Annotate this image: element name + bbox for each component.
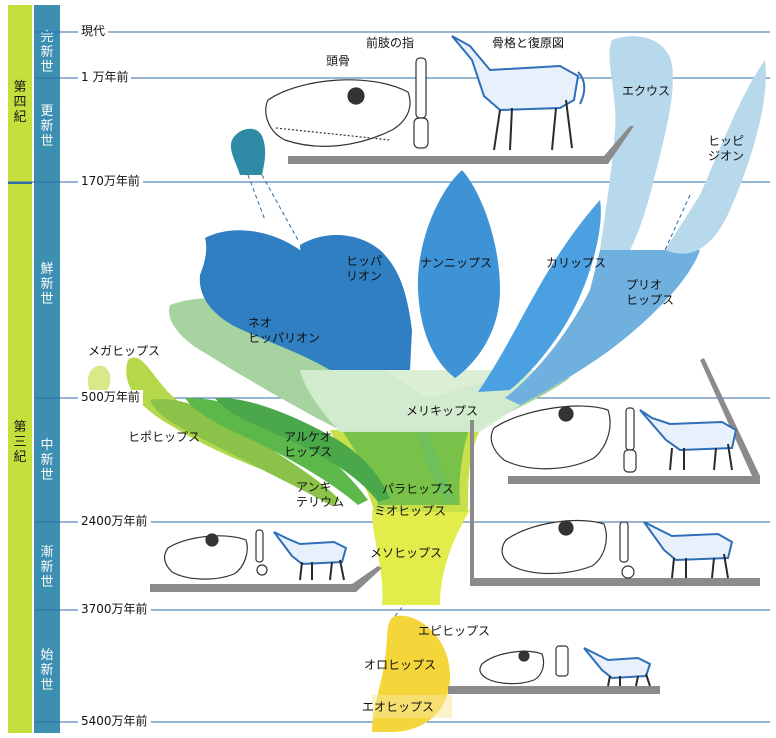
neohipparion-branch: [199, 230, 368, 370]
oligocene-trunk: [372, 510, 470, 605]
period-divider: [8, 182, 32, 184]
label-miohippus: ミオヒップス: [374, 504, 447, 518]
label-pliohippus: プリオ ヒップス: [626, 278, 675, 307]
hippidion-link-dashed: [664, 194, 691, 251]
hipparion-branch: [300, 234, 412, 370]
time-label-37m: 3700万年前: [78, 602, 151, 616]
miohippus-forelimb-illustration: [619, 521, 635, 579]
label-archaeohippus: アルケオ ヒップス: [284, 430, 333, 459]
epoch-eocene: 始 新 世: [40, 648, 54, 693]
eohippus-forelimb-illustration: [555, 645, 569, 677]
hipparion-link-dashed-1: [247, 174, 266, 221]
epoch-holocene: 完 新 世: [40, 30, 54, 75]
epoch-bar: [34, 5, 60, 733]
epoch-pleistocene: 更 新 世: [40, 104, 54, 149]
archaeohippus-branch: [150, 399, 340, 506]
shelf-eocene: [448, 686, 660, 694]
eohippus-skeleton-illustration: [583, 647, 652, 687]
period-quaternary: 第 四 紀: [13, 80, 27, 125]
shelf-oligocene-left: [150, 566, 382, 592]
miohippus-skeleton-illustration: [643, 521, 734, 579]
label-epihippus: エピヒップス: [418, 624, 491, 638]
mesohippus-skeleton-illustration: [273, 531, 348, 581]
label-megahippus: メガヒップス: [88, 344, 161, 358]
label-hypohippus: ヒポヒップス: [128, 430, 201, 444]
hippidion-branch: [665, 60, 766, 254]
period-tertiary: 第 三 紀: [13, 420, 27, 465]
label-mesohippus: メソヒップス: [370, 546, 443, 560]
label-merychippus: メリキップス: [406, 404, 479, 418]
time-label-54m: 5400万年前: [78, 714, 151, 728]
label-hippidion: ヒッピ ジオン: [708, 134, 745, 163]
eohippus-band: [372, 695, 452, 718]
shelf-modern: [288, 126, 634, 164]
nannippus-branch: [417, 170, 500, 378]
hipparion-link-dashed-2: [261, 174, 299, 241]
pliohippus-branch: [505, 250, 700, 405]
label-equus: エクウス: [622, 84, 671, 98]
equus-branch: [600, 36, 673, 250]
merychippus-forelimb-illustration: [623, 407, 637, 473]
period-bar: [8, 5, 32, 733]
time-label-24m: 2400万年前: [78, 514, 151, 528]
parahippus-branch: [215, 397, 390, 502]
label-orohippus: オロヒップス: [364, 658, 437, 672]
time-label-1.7m: 170万年前: [78, 174, 143, 188]
caption-skull: 頭骨: [326, 54, 351, 68]
caption-skeleton: 骨格と復原図: [492, 36, 565, 50]
epoch-oligocene: 漸 新 世: [40, 545, 54, 590]
label-calippus: カリップス: [546, 256, 607, 270]
merychippus-skeleton-illustration: [639, 409, 738, 471]
equus-skull-illustration: [265, 79, 411, 147]
label-eohippus: エオヒップス: [362, 700, 435, 714]
label-parahippus: パラヒップス: [382, 482, 455, 496]
miohippus-skull-illustration: [501, 519, 607, 575]
mesohippus-skull-illustration: [163, 533, 248, 580]
calippus-branch: [478, 200, 601, 392]
time-label-5m: 500万年前: [78, 390, 143, 404]
epoch-miocene: 中 新 世: [40, 438, 54, 483]
eohippus-skull-illustration: [479, 650, 545, 685]
anchitherium-branch: [185, 397, 368, 505]
label-hipparion: ヒッパ リオン: [346, 254, 383, 283]
hipparion-stub: [230, 128, 266, 175]
label-nannippus: ナンニップス: [420, 256, 493, 270]
label-anchitherium: アンキ テリウム: [296, 480, 345, 509]
equus-forelimb-illustration: [413, 57, 429, 149]
equus-skeleton-illustration: [451, 35, 586, 151]
merychippus-skull-illustration: [490, 405, 611, 470]
mesohippus-forelimb-illustration: [255, 529, 268, 576]
time-label-present: 現代: [78, 24, 109, 38]
caption-forelimb: 前肢の指: [366, 36, 415, 50]
time-label-10k: 1 万年前: [78, 70, 132, 84]
label-neohipparion: ネオ ヒッパリオン: [248, 316, 321, 345]
epoch-pliocene: 鮮 新 世: [40, 262, 54, 307]
